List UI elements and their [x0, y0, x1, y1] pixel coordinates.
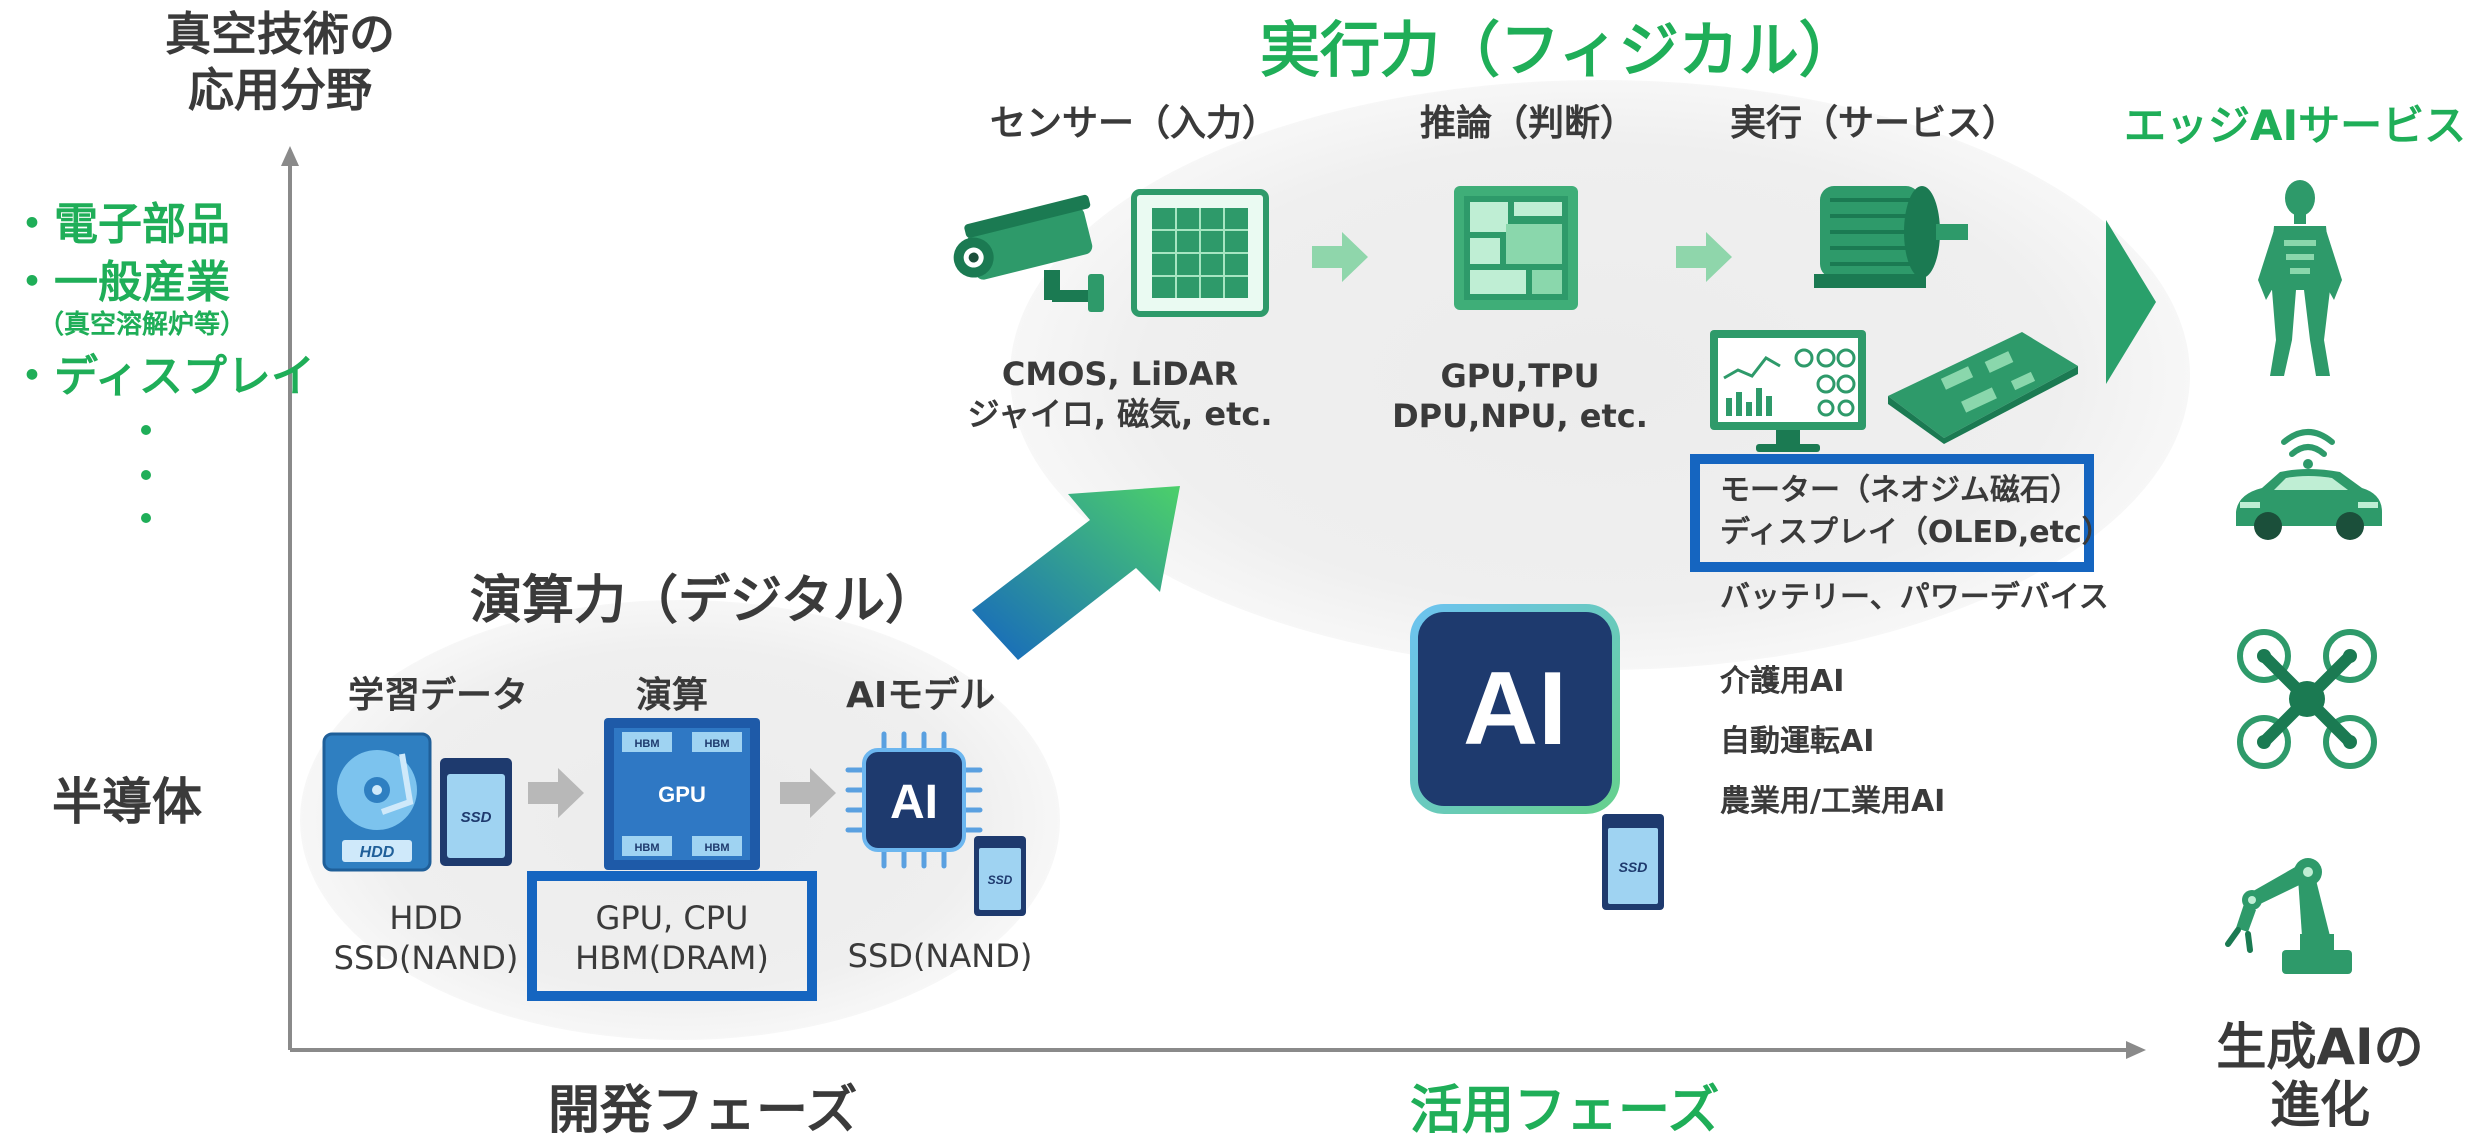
svg-text:GPU: GPU: [658, 782, 706, 807]
y-axis-title-line2: 応用分野: [188, 63, 372, 117]
connected-car-icon: [2236, 429, 2382, 540]
step-compute-label: 演算: [636, 675, 709, 716]
robot-arm-icon: [2225, 858, 2352, 974]
ssd-icon-2: SSD: [974, 836, 1026, 916]
ai-app-agri-industrial: 農業用/工業用AI: [1720, 784, 1946, 819]
step-execution-label: 実行（サービス）: [1730, 103, 2019, 144]
caption-battery-power: バッテリー、パワーデバイス: [1720, 580, 2109, 615]
svg-text:HBM: HBM: [704, 842, 729, 854]
field-electronics: ・電子部品: [10, 199, 230, 250]
caption-motor: モーター（ネオジム磁石）: [1720, 473, 2080, 508]
ai-app-autonomous: 自動運転AI: [1720, 724, 1875, 759]
physical-title: 実行力（フィジカル）: [1260, 16, 1859, 86]
battery-board-icon: [1888, 332, 2078, 444]
generative-ai-line2: 進化: [2270, 1076, 2370, 1134]
ai-chip-large-icon: AI: [1385, 579, 1645, 839]
caption-hdd: HDD: [389, 899, 463, 937]
execution-highlight-box: [1690, 454, 2094, 572]
ai-app-care: 介護用AI: [1720, 664, 1845, 699]
big-transition-arrow-icon: [972, 486, 1180, 660]
caption-gyro-magnetic: ジャイロ, 磁気, etc.: [967, 395, 1273, 433]
field-general-industry: ・一般産業: [10, 257, 230, 308]
field-display: ・ディスプレイ: [10, 351, 315, 402]
svg-text:HBM: HBM: [634, 738, 659, 750]
generative-ai-line1: 生成AIの: [2216, 1018, 2424, 1076]
svg-text:SSD: SSD: [461, 809, 492, 826]
svg-text:HBM: HBM: [634, 842, 659, 854]
caption-training-data: HDD SSD(NAND): [316, 898, 536, 978]
svg-text:AI: AI: [1463, 651, 1567, 767]
caption-gpu-tpu: GPU,TPU: [1440, 357, 1600, 395]
arrow-right-icon-1: [528, 768, 584, 818]
field-note: （真空溶解炉等）: [38, 310, 247, 340]
edge-ai-title: エッジAIサービス: [2124, 101, 2467, 150]
caption-ssd-nand: SSD(NAND): [333, 939, 519, 977]
caption-inference: GPU,TPU DPU,NPU, etc.: [1370, 356, 1670, 436]
arrow-right-icon-2: [780, 768, 836, 818]
gpu-chip-icon: HBM HBM HBM HBM GPU: [604, 718, 760, 870]
svg-text:HBM: HBM: [704, 738, 729, 750]
hdd-icon: HDD: [322, 732, 432, 872]
caption-dpu-npu: DPU,NPU, etc.: [1392, 397, 1648, 435]
ssd-icon-3: SSD: [1602, 814, 1664, 910]
step-ai-model-label: AIモデル: [846, 675, 996, 716]
arrow-right-icon-3: [1312, 232, 1368, 282]
ssd-icon: SSD: [440, 758, 512, 866]
processor-chip-icon: [1454, 186, 1578, 310]
electric-motor-icon: [1814, 186, 1968, 288]
caption-display: ディスプレイ（OLED,etc）: [1720, 515, 2112, 550]
compute-highlight-box: [527, 871, 817, 1001]
drone-icon: [2237, 629, 2377, 769]
dev-phase-label: 開発フェーズ: [548, 1081, 858, 1141]
arrow-right-icon-4: [1676, 232, 1732, 282]
ai-chip-small-icon: AI: [845, 731, 983, 869]
svg-text:SSD: SSD: [1619, 859, 1648, 875]
caption-cmos-lidar: CMOS, LiDAR: [1001, 355, 1239, 393]
svg-text:SSD: SSD: [988, 873, 1013, 887]
svg-text:AI: AI: [890, 776, 938, 829]
semiconductor-label: 半導体: [52, 773, 202, 831]
image-sensor-chip-icon: [1131, 189, 1269, 317]
caption-compute: GPU, CPU HBM(DRAM): [527, 898, 817, 978]
y-axis-title-line1: 真空技術の: [165, 7, 395, 61]
step-inference-label: 推論（判断）: [1420, 103, 1637, 144]
humanoid-robot-icon: [2258, 180, 2342, 376]
use-phase-label: 活用フェーズ: [1410, 1081, 1720, 1141]
execution-devices: モーター（ネオジム磁石） ディスプレイ（OLED,etc）: [1720, 470, 2112, 554]
y-axis-title: 真空技術の 応用分野: [150, 6, 410, 118]
caption-hbm-dram: HBM(DRAM): [575, 939, 769, 977]
digital-title: 演算力（デジタル）: [470, 571, 937, 631]
caption-sensor: CMOS, LiDAR ジャイロ, 磁気, etc.: [960, 354, 1280, 434]
chevron-right-icon: [2106, 220, 2156, 384]
security-camera-icon: [953, 194, 1104, 312]
hdd-text: HDD: [360, 844, 395, 861]
caption-gpu-cpu: GPU, CPU: [595, 899, 749, 937]
ellipsis-dots: [141, 425, 151, 523]
caption-ai-model: SSD(NAND): [847, 937, 1033, 975]
step-sensor-label: センサー（入力）: [990, 103, 1279, 144]
generative-ai-evolution: 生成AIの 進化: [2170, 1018, 2470, 1134]
step-training-data-label: 学習データ: [348, 675, 529, 716]
monitor-dashboard-icon: [1710, 330, 1866, 452]
